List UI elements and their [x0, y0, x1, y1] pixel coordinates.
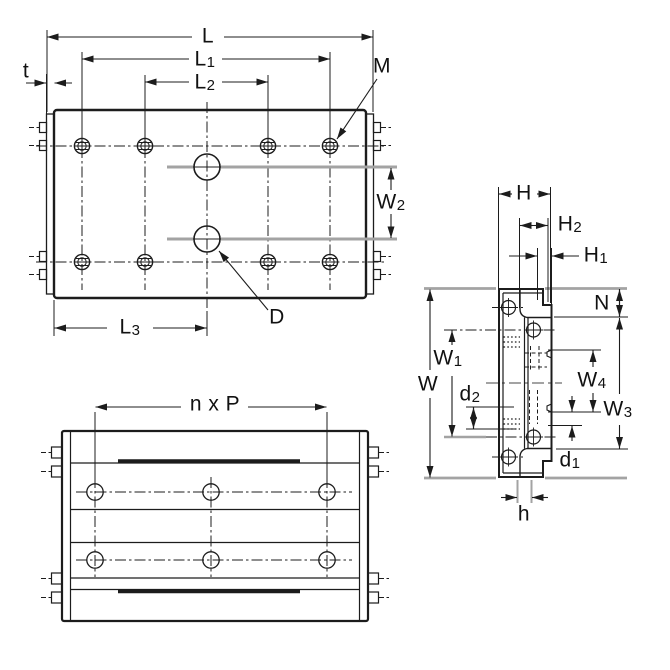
dim-label-W2: W2 — [376, 190, 406, 214]
dim-label-L2: L2 — [194, 70, 216, 94]
bottom-view-centerlines — [76, 477, 352, 577]
top-view-grey-lines — [167, 165, 397, 241]
section-dimensions — [426, 190, 623, 501]
section-grey-datum-lines — [424, 287, 627, 503]
dim-label-d1: d1 — [559, 448, 581, 472]
section-inner-walls — [502, 292, 543, 474]
dim-label-H: H — [516, 181, 532, 205]
right-end-seal — [365, 113, 375, 295]
dim-label-W4: W4 — [577, 368, 607, 392]
section-centerlines — [446, 329, 556, 438]
dim-label-nxP: n x P — [189, 392, 241, 416]
dim-label-H2: H2 — [557, 212, 583, 236]
carriage-plate-outline — [52, 108, 368, 300]
dim-label-W3: W3 — [603, 397, 633, 421]
right-tabs-bottom — [367, 446, 389, 604]
cross-section-view — [424, 187, 628, 503]
dim-label-W: W — [417, 372, 439, 396]
section-outline — [498, 288, 553, 478]
dim-label-d2: d2 — [459, 382, 481, 406]
dim-label-D: D — [269, 305, 285, 329]
dim-label-L1: L1 — [194, 47, 216, 71]
slot-lines — [118, 459, 300, 594]
threaded-holes — [73, 137, 339, 271]
side-elevation-view — [41, 403, 389, 623]
horizontal-body-lines — [70, 462, 360, 591]
left-tabs-bottom — [41, 446, 63, 604]
dim-label-H1: H1 — [583, 243, 609, 267]
assembly-outline — [60, 429, 370, 623]
dim-label-W1: W1 — [433, 346, 463, 370]
dim-label-t: t — [22, 59, 30, 83]
top-view-extension-lines — [46, 30, 374, 336]
dim-label-N: N — [594, 291, 610, 315]
left-end-seal — [45, 113, 55, 295]
top-view-centerlines — [36, 102, 384, 312]
bottom-view-extension-lines — [94, 412, 328, 477]
top-view-dimensions — [26, 33, 395, 332]
dim-label-L3: L3 — [119, 315, 141, 339]
dim-label-L: L — [201, 24, 215, 48]
dim-label-h: h — [517, 502, 531, 526]
top-view — [26, 30, 397, 336]
dim-label-M: M — [373, 54, 391, 78]
